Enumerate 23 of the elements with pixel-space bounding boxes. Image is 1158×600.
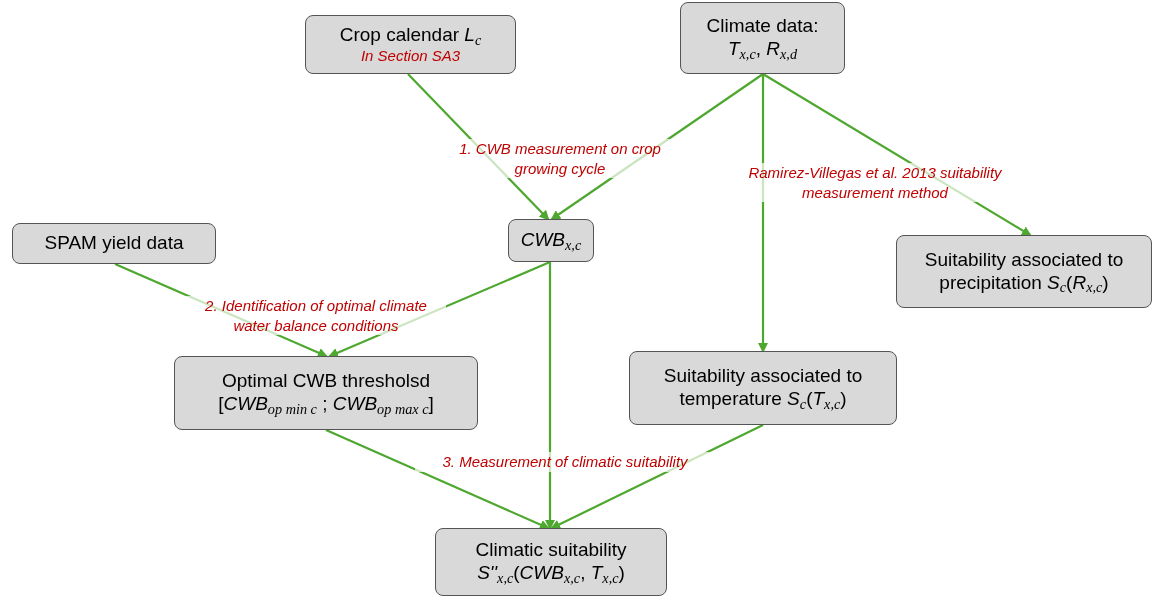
process-box	[680, 2, 845, 74]
box-title: Optimal CWB thresholsd	[222, 370, 430, 393]
process-box	[896, 235, 1152, 308]
process-box	[12, 223, 216, 264]
box-subtitle: T$_{x,c}$, R$_{x,d}$	[727, 38, 798, 61]
box-subtitle: [CWB$_{op min c}$ ; CWB$_{op max c}$]	[218, 393, 434, 416]
process-box	[435, 528, 667, 596]
box-title: Suitability associated to precipitation S$_{c}$(R$_{x,c}$)	[923, 248, 1125, 295]
box-title: Climatic suitability	[475, 539, 627, 562]
box-subtitle: S''$_{x,c}$(CWB$_{x,c}$, T$_{x,c}$)	[477, 562, 625, 585]
box-subtitle: In Section SA3	[360, 46, 461, 65]
process-box	[305, 15, 516, 74]
process-box	[508, 219, 594, 262]
box-title: Climate data:	[706, 15, 819, 38]
box-title: Crop calendar L$_{c}$	[339, 24, 482, 47]
process-box	[174, 356, 478, 430]
arrow	[325, 429, 550, 530]
box-title: SPAM yield data	[44, 232, 184, 255]
box-title: Suitability associated to temperature S$_{c}$(T$_{x,c}$)	[662, 365, 864, 411]
step-annotation: 2. Identification of optimal climate water balance conditions	[186, 296, 446, 335]
process-box	[629, 351, 897, 425]
box-title: CWB$_{x,c}$	[520, 229, 582, 252]
arrow	[545, 262, 555, 530]
